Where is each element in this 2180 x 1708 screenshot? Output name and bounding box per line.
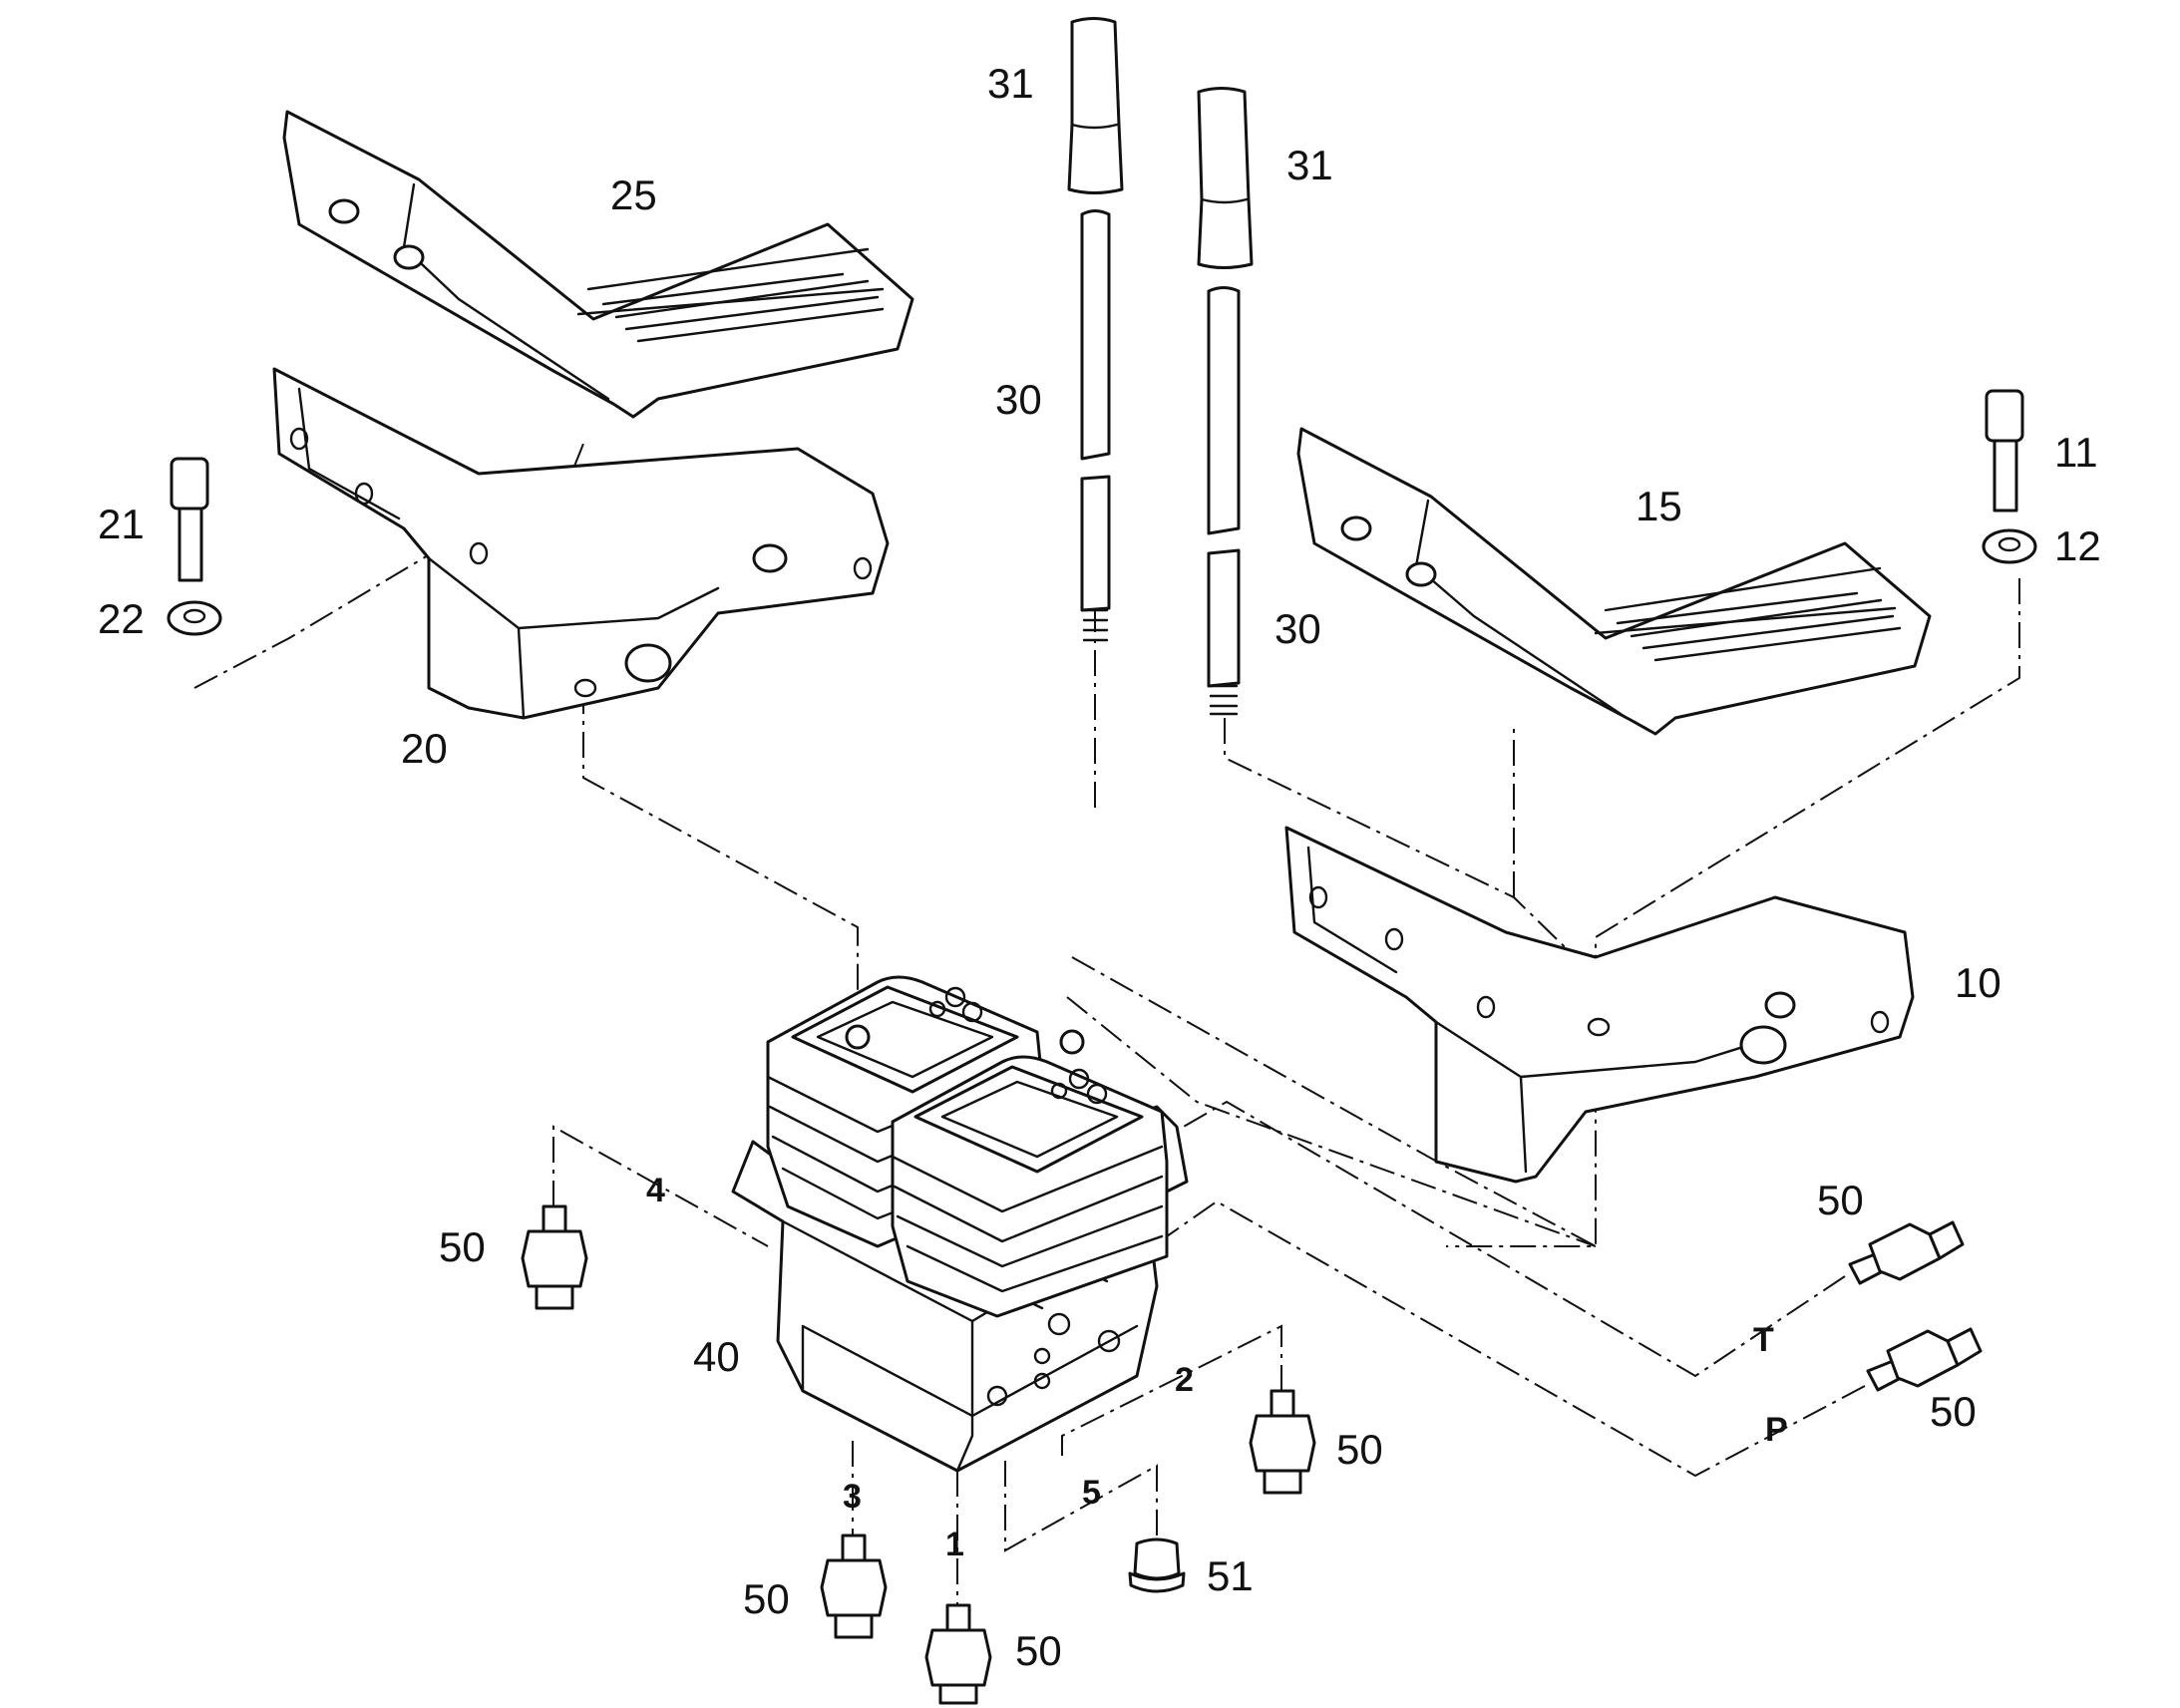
handle-31-right: [1197, 87, 1254, 269]
port-4-label: 4: [646, 1172, 665, 1209]
callout-50-port2: 50: [1336, 1426, 1383, 1473]
rod-30-right: [1207, 286, 1241, 716]
callout-50-port-t: 50: [1817, 1177, 1864, 1223]
fitting-50-port3: [820, 1534, 888, 1639]
fitting-50-port4: [521, 1204, 588, 1310]
callout-31-left: 31: [987, 60, 1034, 107]
bracket-20: [272, 367, 890, 720]
plug-51: [1128, 1537, 1186, 1593]
fitting-50-port1: [924, 1603, 992, 1705]
pedal-25: [282, 110, 914, 419]
fitting-50-port2: [1249, 1389, 1316, 1495]
callout-31-right: 31: [1286, 142, 1333, 188]
boot-right: [891, 1029, 1169, 1318]
bracket-10: [1284, 826, 1915, 1184]
callout-21: 21: [98, 501, 145, 547]
callout-labels: 31 31 25 30 30 15 11 12 21 22 20 10 40 5…: [98, 60, 2101, 1674]
port-labels: 4 2 3 1 5 T P: [646, 1172, 1788, 1563]
callout-20: 20: [401, 725, 448, 772]
pedal-15: [1296, 427, 1932, 736]
callout-30-left: 30: [995, 376, 1042, 423]
washer-12: [1982, 528, 2037, 564]
callout-50-port3: 50: [743, 1575, 790, 1622]
port-t-label: T: [1753, 1321, 1774, 1359]
handle-31-left: [1067, 17, 1124, 194]
port-3-label: 3: [843, 1478, 862, 1516]
fitting-50-port-t: [1848, 1220, 1965, 1285]
callout-25: 25: [610, 171, 657, 218]
callout-50-port1: 50: [1015, 1627, 1062, 1674]
port-2-label: 2: [1175, 1361, 1194, 1399]
callout-30-right: 30: [1274, 605, 1321, 652]
rod-30-left: [1080, 209, 1111, 642]
port-1-label: 1: [945, 1526, 964, 1563]
washer-22: [167, 600, 222, 636]
callout-22: 22: [98, 595, 145, 642]
callout-10: 10: [1955, 959, 2001, 1006]
callout-40: 40: [693, 1333, 740, 1380]
callout-50-port-p: 50: [1930, 1388, 1977, 1435]
screw-21: [170, 457, 209, 582]
callout-15: 15: [1635, 483, 1682, 529]
callout-11: 11: [2054, 429, 2098, 476]
callout-51: 51: [1207, 1552, 1254, 1599]
screw-11: [1985, 389, 2024, 512]
port-5-label: 5: [1082, 1474, 1101, 1512]
fitting-50-port-p: [1866, 1327, 1983, 1392]
callout-50-left: 50: [439, 1223, 486, 1270]
port-p-label: P: [1765, 1411, 1788, 1449]
callout-12: 12: [2054, 522, 2101, 569]
